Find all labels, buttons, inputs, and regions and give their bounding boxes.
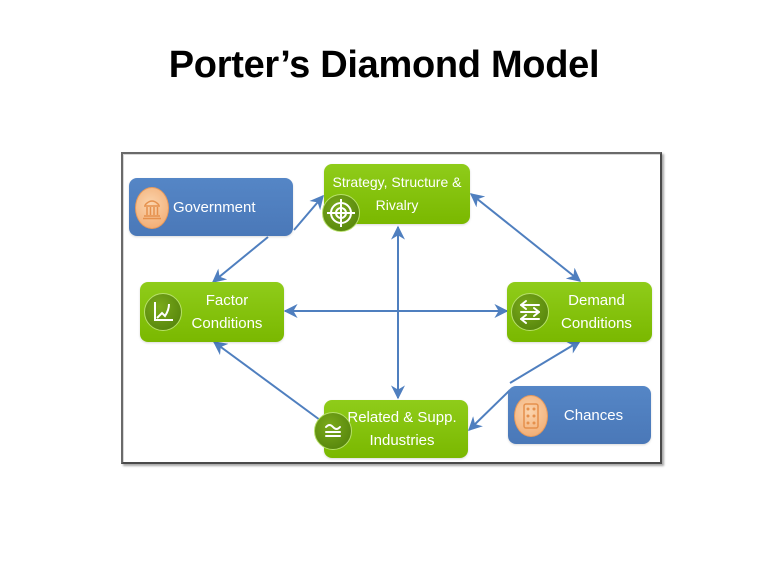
slide-title: Porter’s Diamond Model [168,44,600,86]
node-demand-label-line1: Demand [568,292,625,309]
node-factor[interactable]: Factor Conditions [140,282,284,342]
node-related-label-line2: Industries [369,432,435,449]
dice-icon [514,395,548,437]
node-demand[interactable]: Demand Conditions [507,282,652,342]
approx-equal-icon [314,412,352,450]
node-related[interactable]: Related & Supp. Industries [314,400,468,458]
node-chances[interactable]: Chances [508,386,651,444]
node-strategy-label-line2: Rivalry [375,197,419,213]
node-strategy[interactable]: Strategy, Structure & Rivalry [322,164,470,232]
government-building-icon [135,187,169,229]
node-factor-label-line2: Conditions [191,315,263,332]
node-government[interactable]: Government [129,178,293,236]
growth-chart-icon [144,293,182,331]
node-chances-label: Chances [563,406,624,424]
node-factor-label-line1: Factor [205,292,249,309]
node-demand-label-line2: Conditions [561,315,632,332]
node-government-label: Government [173,198,256,216]
node-related-label-line1: Related & Supp. [347,409,457,426]
exchange-arrows-icon [511,293,549,331]
target-crosshair-icon [322,194,360,232]
node-strategy-label-line1: Strategy, Structure & [332,174,462,190]
